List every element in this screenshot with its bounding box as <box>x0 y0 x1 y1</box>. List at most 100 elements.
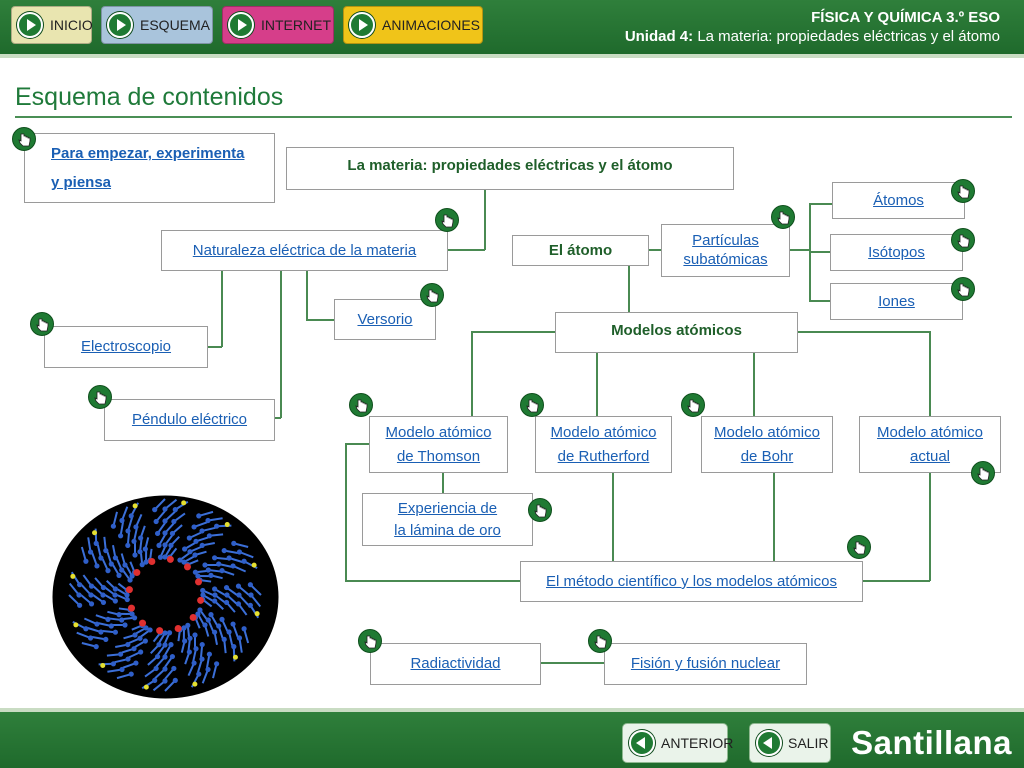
connector <box>773 472 775 562</box>
connector <box>540 662 606 664</box>
back-arrow-icon <box>756 730 782 756</box>
connector <box>929 472 931 581</box>
unit-label: Unidad 4: <box>624 28 694 45</box>
actual-link-line1[interactable]: Modelo atómico <box>877 424 983 442</box>
hand-pointer-icon[interactable] <box>847 535 871 559</box>
course-title: FÍSICA Y QUÍMICA 3.º ESO <box>811 9 1000 26</box>
versorio-link[interactable]: Versorio <box>357 310 413 328</box>
connector <box>207 346 222 348</box>
connector <box>789 249 809 251</box>
connector <box>221 270 223 347</box>
hand-pointer-icon[interactable] <box>30 312 54 336</box>
pendulo-link[interactable]: Péndulo eléctrico <box>131 411 248 429</box>
actual-link-line2[interactable]: actual <box>909 447 951 465</box>
anterior-button[interactable]: ANTERIOR <box>622 723 733 763</box>
fision-box[interactable]: Fisión y fusión nuclear <box>604 643 807 685</box>
hand-pointer-icon[interactable] <box>349 393 373 417</box>
connector <box>442 472 444 494</box>
hand-pointer-icon[interactable] <box>435 208 459 232</box>
isotopos-box[interactable]: Isótopos <box>830 234 963 271</box>
connector <box>628 265 630 312</box>
atomos-box[interactable]: Átomos <box>832 182 965 219</box>
connector <box>345 443 369 445</box>
hand-pointer-icon[interactable] <box>951 228 975 252</box>
play-icon <box>228 12 254 38</box>
bottom-bar-divider <box>0 708 1024 712</box>
connector <box>484 189 486 250</box>
bohr-link-line2[interactable]: de Bohr <box>740 447 794 465</box>
naturaleza-link[interactable]: Naturaleza eléctrica de la materia <box>192 241 417 259</box>
unit-title: Unidad 4: La materia: propiedades eléctr… <box>625 28 1000 45</box>
connector <box>809 251 831 253</box>
para-empezar-link-line2[interactable]: y piensa <box>51 174 112 191</box>
page-title: Esquema de contenidos <box>15 83 284 111</box>
hand-pointer-icon[interactable] <box>681 393 705 417</box>
nav-internet-label: INTERNET <box>261 17 331 33</box>
nav-animaciones-button[interactable]: ANIMACIONES <box>343 6 483 44</box>
hand-pointer-icon[interactable] <box>971 461 995 485</box>
radiactividad-box[interactable]: Radiactividad <box>370 643 541 685</box>
metodo-link[interactable]: El método científico y los modelos atómi… <box>546 572 837 590</box>
connector <box>448 249 485 251</box>
connector <box>929 331 931 417</box>
fision-link[interactable]: Fisión y fusión nuclear <box>630 655 781 673</box>
connector <box>280 270 282 418</box>
hand-pointer-icon[interactable] <box>588 629 612 653</box>
pendulo-box[interactable]: Péndulo eléctrico <box>104 399 275 441</box>
thomson-link-line1[interactable]: Modelo atómico <box>385 424 492 442</box>
hand-pointer-icon[interactable] <box>951 277 975 301</box>
isotopos-link[interactable]: Isótopos <box>868 243 925 261</box>
connector <box>306 319 335 321</box>
main-topic-label: La materia: propiedades eléctricas y el … <box>347 157 673 174</box>
hand-pointer-icon[interactable] <box>951 179 975 203</box>
hand-pointer-icon[interactable] <box>12 127 36 151</box>
nav-inicio-button[interactable]: INICIO <box>11 6 93 44</box>
play-icon <box>17 12 43 38</box>
hand-pointer-icon[interactable] <box>771 205 795 229</box>
para-empezar-box[interactable]: Para empezar, experimenta y piensa <box>24 133 275 203</box>
connector <box>809 203 833 205</box>
nav-esquema-label: ESQUEMA <box>140 17 211 33</box>
versorio-box[interactable]: Versorio <box>334 299 436 340</box>
atomos-link[interactable]: Átomos <box>873 191 924 209</box>
nav-inicio-label: INICIO <box>50 17 93 33</box>
connector <box>612 472 614 562</box>
iones-link[interactable]: Iones <box>878 292 915 310</box>
lamina-oro-link-line2[interactable]: la lámina de oro <box>394 521 501 539</box>
electroscopio-box[interactable]: Electroscopio <box>44 326 208 368</box>
molecule-structure <box>68 498 262 692</box>
radiactividad-link[interactable]: Radiactividad <box>410 655 501 673</box>
naturaleza-box[interactable]: Naturaleza eléctrica de la materia <box>161 230 448 271</box>
particulas-box[interactable]: Partículas subatómicas <box>661 224 790 277</box>
hand-pointer-icon[interactable] <box>420 283 444 307</box>
back-arrow-icon <box>629 730 655 756</box>
bohr-link-line1[interactable]: Modelo atómico <box>714 424 820 442</box>
metodo-box[interactable]: El método científico y los modelos atómi… <box>520 561 863 602</box>
para-empezar-link-line1[interactable]: Para empezar, experimenta <box>51 144 245 162</box>
rutherford-link-line1[interactable]: Modelo atómico <box>550 424 657 442</box>
hand-pointer-icon[interactable] <box>520 393 544 417</box>
connector <box>797 331 931 333</box>
lamina-oro-box[interactable]: Experiencia de la lámina de oro <box>362 493 533 546</box>
thomson-link-line2[interactable]: de Thomson <box>396 447 481 465</box>
connector <box>862 580 930 582</box>
particulas-link-line2[interactable]: subatómicas <box>683 250 768 268</box>
electroscopio-link[interactable]: Electroscopio <box>80 338 172 356</box>
nav-esquema-button[interactable]: ESQUEMA <box>101 6 213 44</box>
hand-pointer-icon[interactable] <box>528 498 552 522</box>
rutherford-link-line2[interactable]: de Rutherford <box>557 447 650 465</box>
modelos-box: Modelos atómicos <box>555 312 798 353</box>
iones-box[interactable]: Iones <box>830 283 963 320</box>
bohr-box[interactable]: Modelo atómico de Bohr <box>701 416 833 473</box>
rutherford-box[interactable]: Modelo atómico de Rutherford <box>535 416 672 473</box>
el-atomo-box: El átomo <box>512 235 649 266</box>
hand-pointer-icon[interactable] <box>358 629 382 653</box>
thomson-box[interactable]: Modelo atómico de Thomson <box>369 416 508 473</box>
nav-internet-button[interactable]: INTERNET <box>222 6 334 44</box>
lamina-oro-link-line1[interactable]: Experiencia de <box>397 499 498 517</box>
particulas-link-line1[interactable]: Partículas <box>692 231 759 249</box>
modelos-label: Modelos atómicos <box>611 322 742 339</box>
salir-button[interactable]: SALIR <box>749 723 831 763</box>
unit-name: La materia: propiedades eléctricas y el … <box>697 28 1000 45</box>
hand-pointer-icon[interactable] <box>88 385 112 409</box>
